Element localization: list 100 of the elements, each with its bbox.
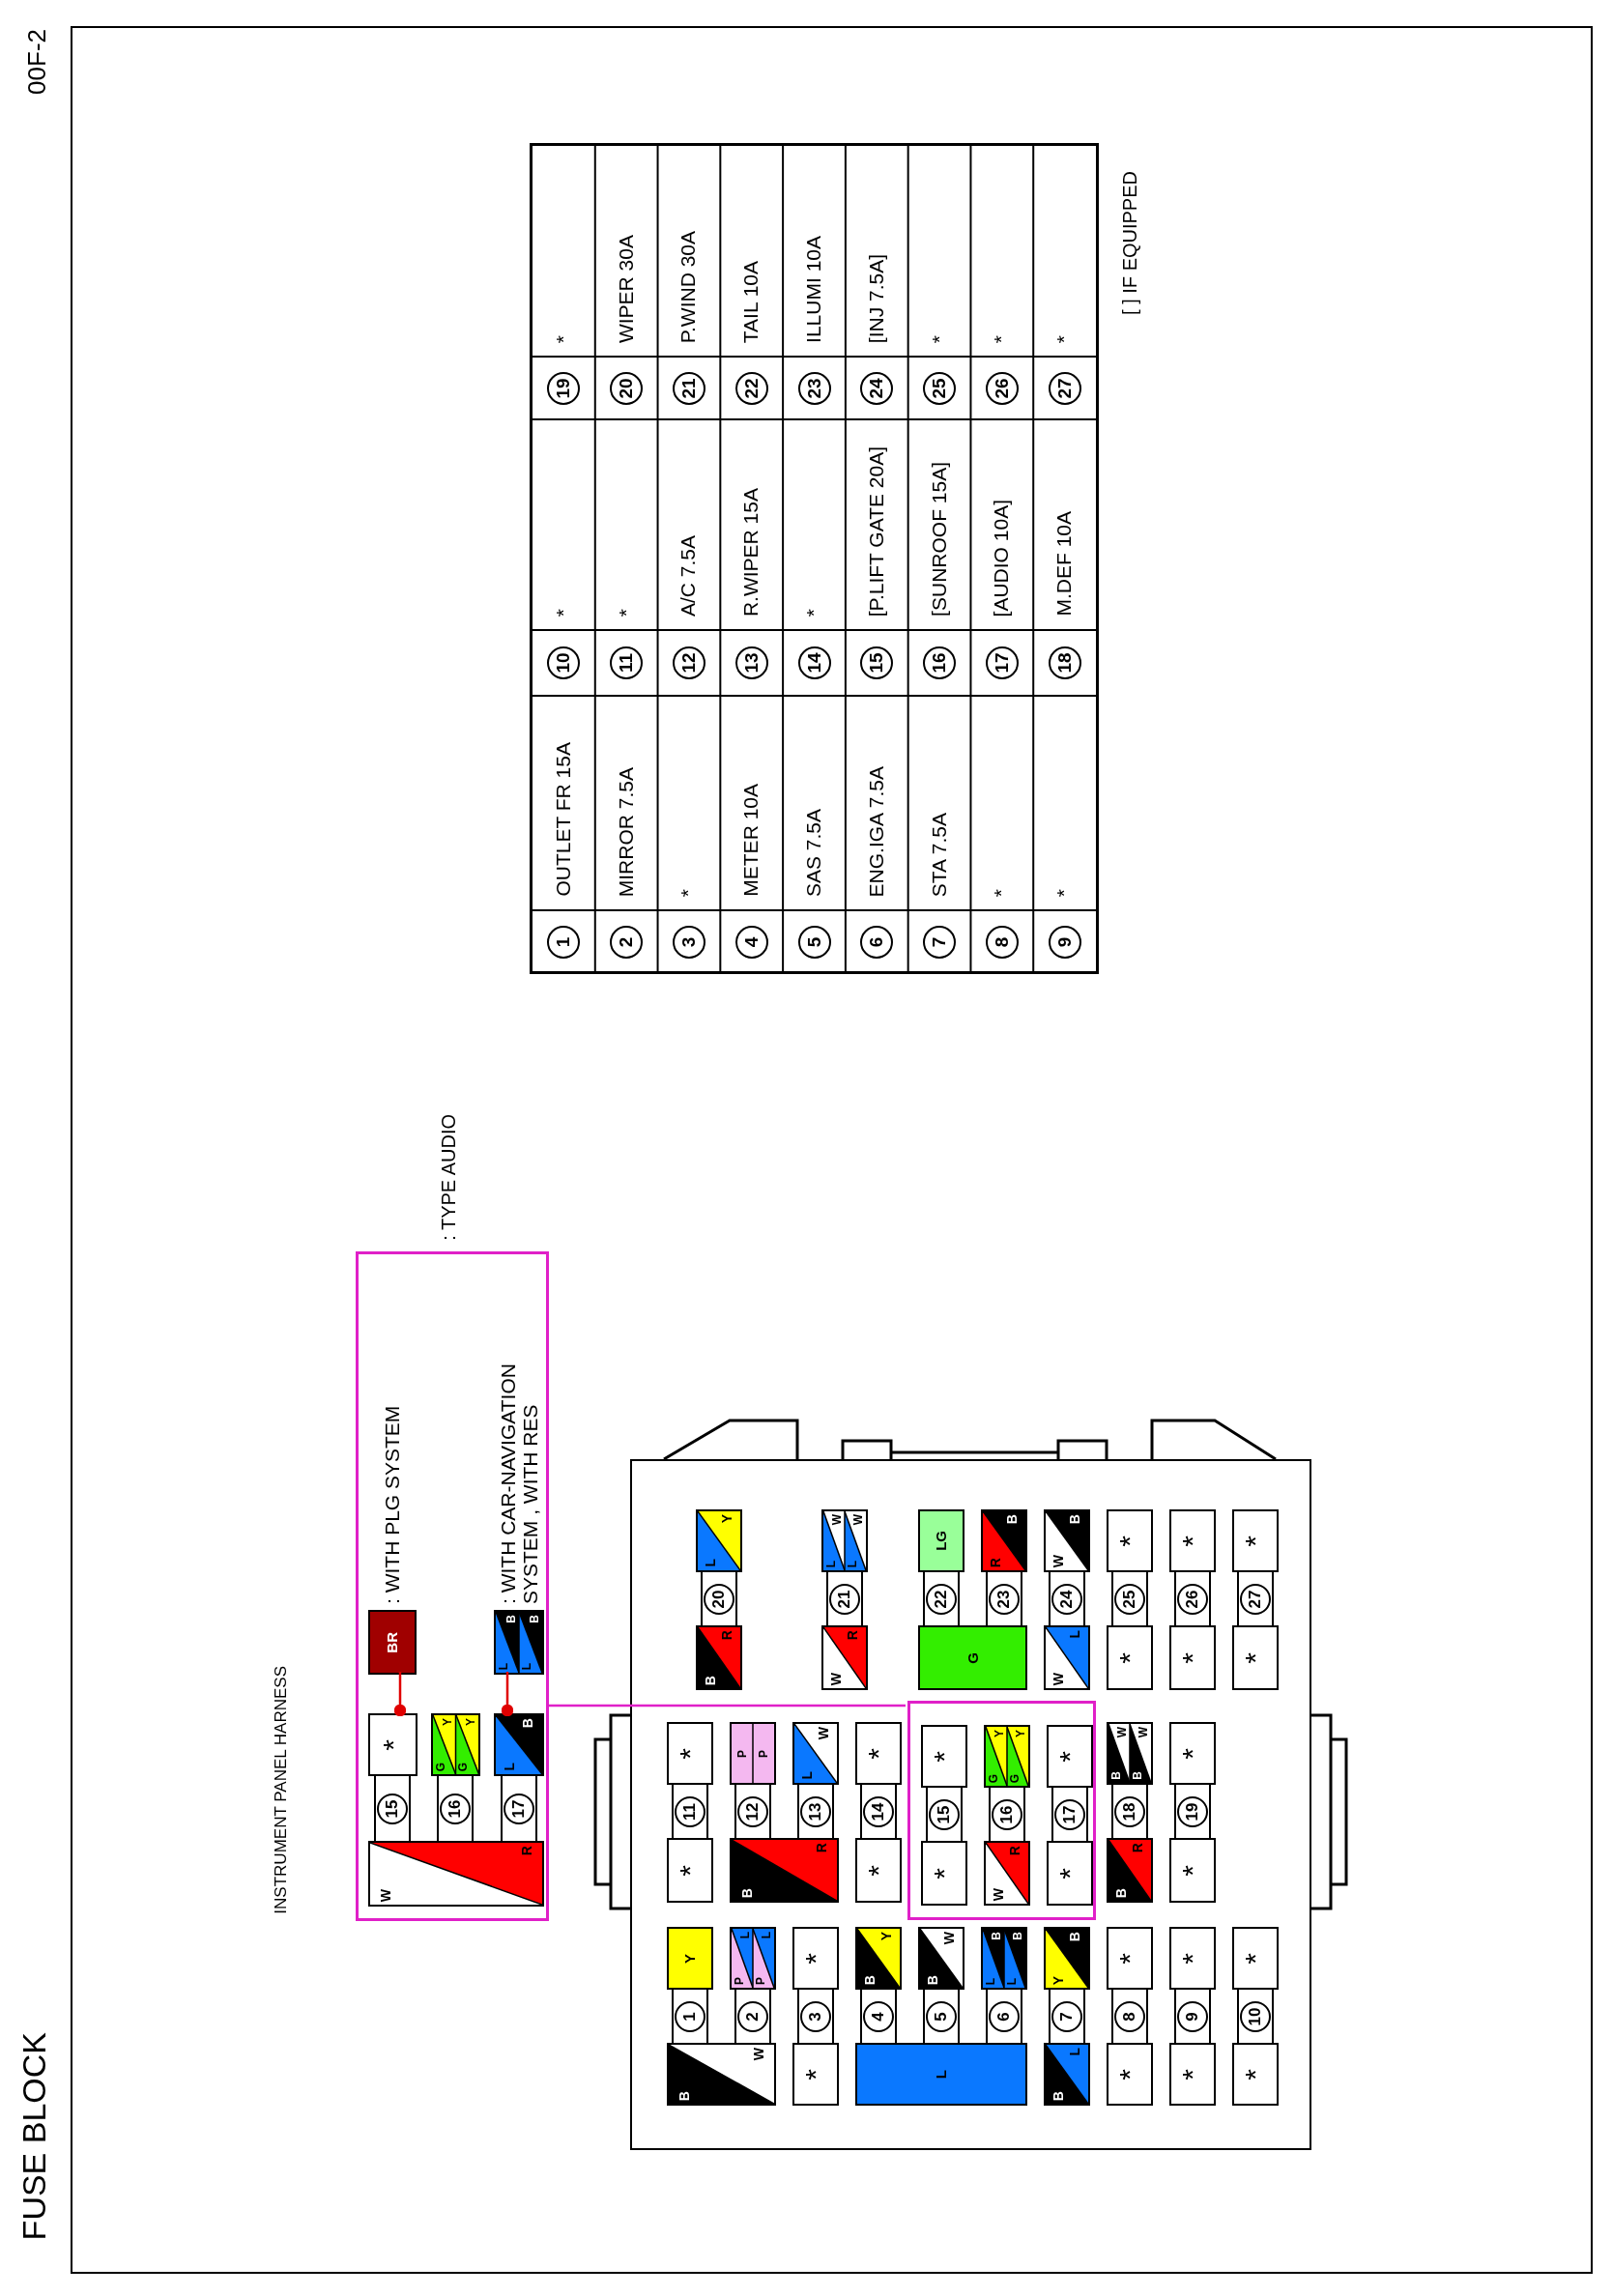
fuse-slot	[797, 1990, 834, 2043]
circled-number: 21	[672, 371, 705, 405]
fuse-slot	[1111, 1572, 1148, 1625]
asterisk-mark: *	[1240, 1535, 1272, 1547]
wire-color-code: B	[521, 1718, 536, 1729]
terminal-cell	[918, 1509, 964, 1572]
wire-color-code: B	[703, 1676, 718, 1686]
wire-color-code: L	[1005, 1978, 1019, 1986]
connector-line	[393, 1672, 407, 1717]
table-entry: R.WIPER 15A	[740, 488, 763, 617]
wire-color-code: R	[1131, 1843, 1146, 1853]
wire-color-code: Y	[682, 1953, 699, 1964]
wire-color-code: W	[991, 1888, 1006, 1902]
fuse-number: 15	[929, 1798, 960, 1830]
terminal-cell	[855, 1838, 902, 1903]
table-entry: ILLUMI 10A	[803, 236, 825, 343]
wire-color-code: G	[457, 1763, 470, 1772]
table-entry: [INJ 7.5A]	[865, 254, 888, 344]
wire-color-code: R	[720, 1630, 735, 1641]
asterisk-mark: *	[863, 1864, 895, 1877]
wire-color-code: R	[1008, 1846, 1023, 1856]
wire-color-code: W	[751, 2048, 766, 2061]
fuse-number: 8	[1114, 2000, 1145, 2032]
wire-color-code: L	[984, 1978, 997, 1986]
fuse-slot	[701, 1572, 737, 1625]
asterisk-mark: *	[800, 1952, 832, 1965]
table-entry: [SUNROOF 15A]	[928, 462, 951, 617]
terminal-cell	[494, 1610, 544, 1675]
wire-color-code: B	[1068, 1514, 1083, 1525]
terminal-cell	[494, 1713, 544, 1776]
wire-color-code: L	[497, 1663, 510, 1671]
table-entry: METER 10A	[740, 784, 763, 897]
wire-color-code: L	[934, 2070, 950, 2080]
terminal-cell	[821, 1509, 868, 1572]
circled-number: 27	[1048, 371, 1081, 405]
fuse-slot	[986, 1990, 1022, 2043]
table-entry: OUTLET FR 15A	[552, 742, 575, 897]
wire-color-code: R	[519, 1846, 534, 1856]
wire-color-code: LG	[934, 1531, 950, 1551]
terminal-cell	[1169, 1927, 1216, 1990]
fuse-slot	[374, 1776, 411, 1841]
asterisk-mark: *	[1114, 2068, 1146, 2081]
wire-color-code: G	[434, 1763, 447, 1772]
page-code: 00F-2	[23, 29, 51, 95]
fuse-number: 14	[863, 1795, 894, 1827]
asterisk-mark: *	[1240, 2068, 1272, 2081]
wire-color-code: Y	[464, 1718, 477, 1726]
terminal-cell	[1107, 2043, 1153, 2106]
fuse-slot	[923, 1990, 960, 2043]
fuse-number: 7	[1051, 2000, 1082, 2032]
asterisk-mark: *	[1054, 1867, 1086, 1880]
terminal-cell	[696, 1509, 742, 1572]
circled-number: 18	[1048, 646, 1081, 679]
asterisk-mark: *	[1240, 1952, 1272, 1965]
terminal-cell	[855, 2043, 1027, 2106]
terminal-cell	[1107, 1722, 1153, 1785]
terminal-cell	[984, 1725, 1030, 1788]
terminal-cell	[730, 1838, 839, 1903]
wire-color-code: W	[828, 1673, 844, 1686]
fuse-number: 27	[1240, 1583, 1271, 1615]
wire-color-code: R	[814, 1843, 829, 1853]
terminal-cell	[821, 1625, 868, 1690]
fuse-slot	[986, 1572, 1022, 1625]
fuse-number: 17	[504, 1793, 534, 1824]
terminal-cell	[921, 1725, 967, 1788]
table-entry: STA 7.5A	[928, 813, 951, 898]
fuse-number: 17	[1054, 1798, 1085, 1830]
terminal-cell	[667, 1927, 713, 1990]
terminal-cell	[981, 1927, 1027, 1990]
terminal-cell	[368, 1610, 417, 1675]
wire-color-code: W	[851, 1514, 865, 1526]
asterisk-mark: *	[1240, 1651, 1272, 1664]
circled-number: 11	[610, 646, 644, 679]
wire-color-code: G	[1008, 1774, 1022, 1784]
circled-number: 14	[797, 646, 831, 679]
connector-line	[549, 1704, 906, 1708]
asterisk-mark: *	[1177, 1864, 1209, 1877]
wire-color-code: W	[1115, 1727, 1129, 1738]
wire-color-code: P	[733, 1977, 746, 1985]
terminal-cell	[1047, 1841, 1093, 1906]
fuse-number: 24	[1051, 1583, 1082, 1615]
wire-color-code: P	[735, 1749, 749, 1758]
terminal-cell	[1232, 1509, 1279, 1572]
circled-number: 2	[610, 926, 644, 959]
table-entry: *	[677, 889, 701, 898]
circled-number: 8	[985, 926, 1019, 959]
wire-color-code: B	[862, 1975, 878, 1986]
table-entry: P.WIND 30A	[677, 231, 701, 344]
wire-color-code: L	[502, 1763, 517, 1771]
asterisk-mark: *	[1177, 1747, 1209, 1760]
terminal-cell	[730, 1722, 776, 1785]
fuse-slot	[1051, 1788, 1088, 1841]
fuse-number: 11	[675, 1795, 705, 1827]
wire-color-code: W	[817, 1727, 832, 1740]
terminal-cell	[1107, 1838, 1153, 1903]
terminal-cell	[921, 1841, 967, 1906]
wire-color-code: Y	[1014, 1730, 1027, 1737]
page-title: FUSE BLOCK	[15, 2032, 52, 2241]
table-entry: ENG.IGA 7.5A	[865, 766, 888, 898]
wire-color-code: G	[964, 1651, 981, 1664]
